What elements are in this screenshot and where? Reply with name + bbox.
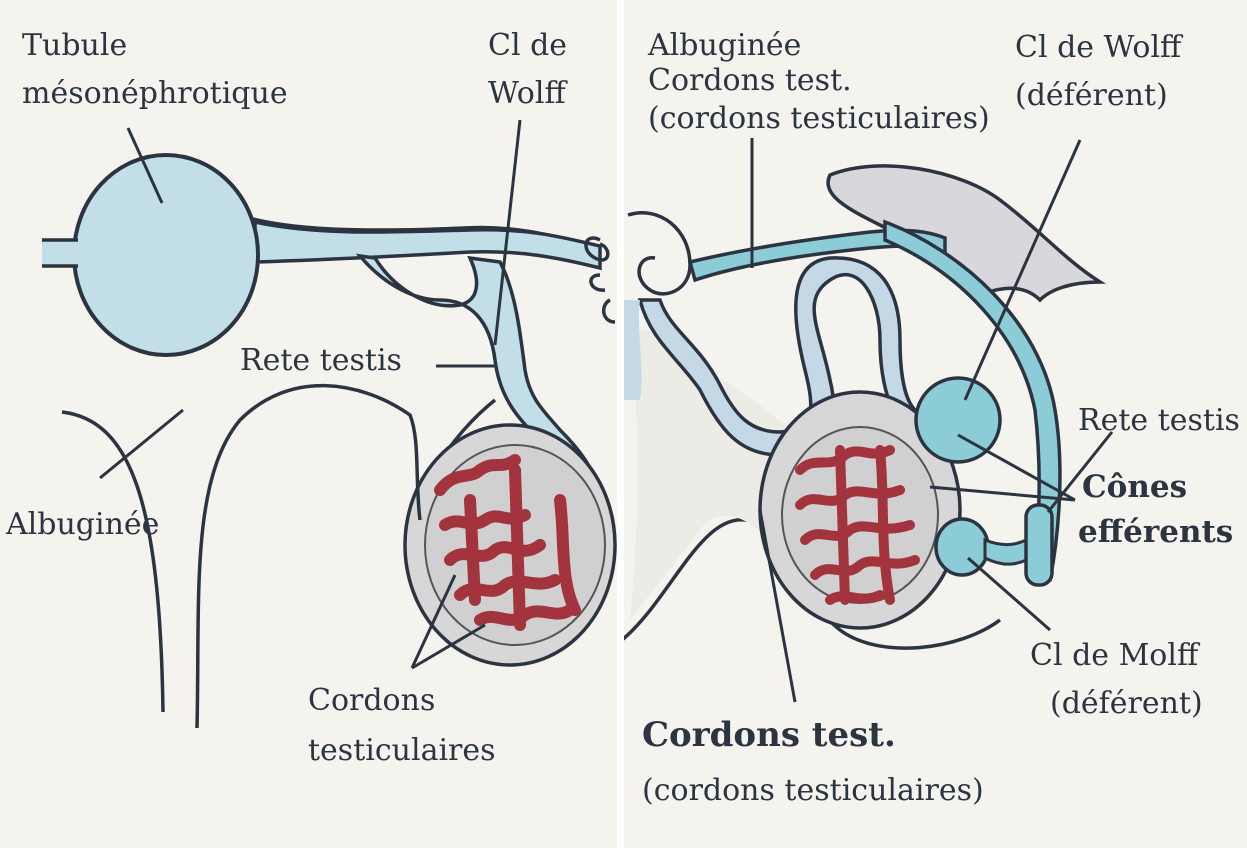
label-wolff-right-2: (déférent) bbox=[1015, 78, 1168, 113]
label-cones-1: Cônes bbox=[1082, 469, 1187, 505]
label-cordons-left-1: Cordons bbox=[308, 683, 435, 718]
panel-divider bbox=[617, 0, 624, 848]
label-wolff-right-1: Cl de Wolff bbox=[1015, 30, 1184, 65]
label-cordons-right-1: Cordons test. bbox=[642, 715, 896, 755]
label-wolff-left-1: Cl de bbox=[488, 28, 567, 63]
label-albuginee-right-3: (cordons testiculaires) bbox=[648, 101, 990, 136]
leader-wolff-right bbox=[963, 139, 1082, 401]
left-panel: Tubule mésonéphrotique Cl de Wolff Rete … bbox=[5, 28, 617, 768]
duct-stub-left bbox=[42, 240, 78, 266]
mesonephros-cap-right bbox=[826, 164, 1107, 303]
label-molff-2: (déférent) bbox=[1050, 686, 1203, 721]
leader-cordons-left-2 bbox=[411, 623, 486, 670]
duct-coil-right bbox=[627, 211, 692, 296]
label-cones-2: efférents bbox=[1078, 514, 1233, 550]
inner-region-right bbox=[630, 330, 790, 620]
leader-cordons-right bbox=[758, 509, 797, 703]
gonad-outline-left bbox=[195, 383, 422, 729]
leader-cordons-left-1 bbox=[410, 574, 457, 669]
label-cordons-left-2: testiculaires bbox=[308, 733, 496, 768]
wolff-duct-lower-right bbox=[934, 517, 990, 577]
leader-tubule bbox=[126, 127, 164, 204]
albuginee-left-outline bbox=[61, 410, 165, 713]
label-rete-right: Rete testis bbox=[1078, 403, 1240, 438]
leader-molff bbox=[967, 556, 1051, 632]
label-albuginee-right-2: Cordons test. bbox=[648, 63, 852, 98]
label-albuginee-right-1: Albuginée bbox=[647, 28, 801, 63]
cones-efferents-tube bbox=[1024, 503, 1054, 587]
albuginee-left-pointer bbox=[99, 408, 184, 480]
label-tubule-1: Tubule bbox=[22, 28, 127, 63]
testicular-cords-left bbox=[434, 454, 581, 631]
coil-left bbox=[584, 236, 616, 324]
right-panel: Albuginée Cordons test. (cordons testicu… bbox=[620, 28, 1240, 808]
leader-cones-1 bbox=[929, 485, 1076, 502]
mesonephric-duct-fill bbox=[253, 219, 602, 271]
label-cordons-right-2: (cordons testiculaires) bbox=[642, 773, 984, 808]
label-tubule-2: mésonéphrotique bbox=[22, 76, 288, 111]
leader-wolff-left bbox=[493, 119, 522, 346]
label-wolff-left-2: Wolff bbox=[488, 76, 568, 111]
label-rete-left: Rete testis bbox=[240, 343, 402, 378]
testicular-cords-right bbox=[795, 445, 920, 605]
rete-loop-right-tail bbox=[620, 300, 642, 400]
mesonephric-tubule-bulb bbox=[72, 153, 260, 357]
label-albuginee-left: Albuginée bbox=[5, 507, 159, 542]
label-molff-1: Cl de Molff bbox=[1030, 638, 1201, 673]
rete-testis-right bbox=[914, 376, 1002, 464]
leader-cones-2 bbox=[957, 433, 1076, 502]
